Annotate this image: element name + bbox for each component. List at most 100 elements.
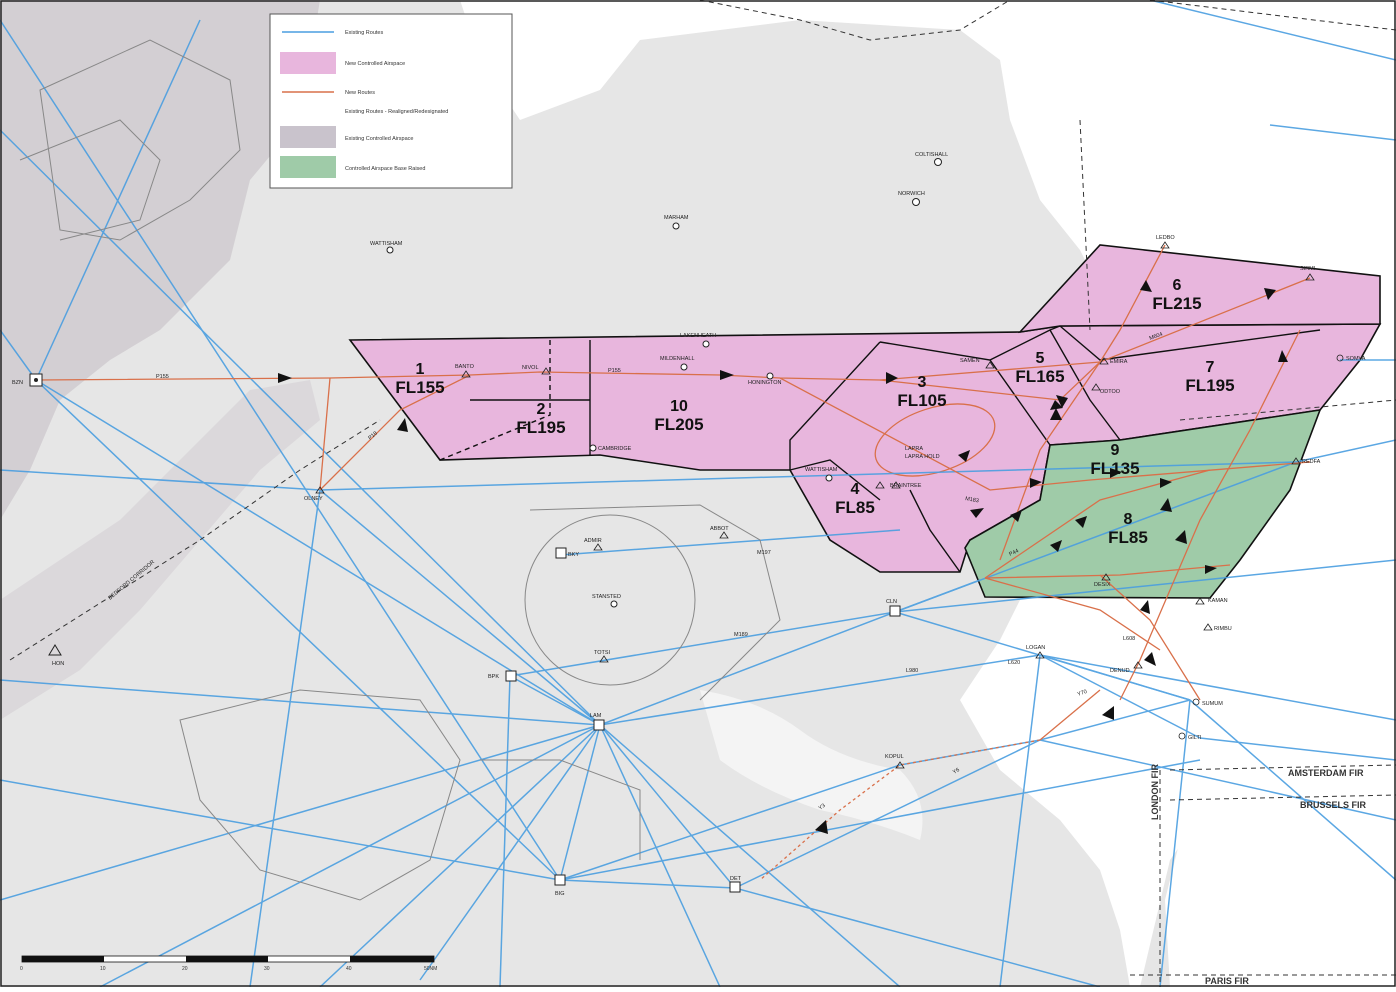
wp-emira: EMIRA: [1099, 357, 1128, 365]
legend-new-routes: New Routes: [282, 90, 375, 96]
town-stansted: STANSTED: [592, 594, 621, 608]
towns: COLTISHALL NORWICH MARHAM WATTISHAM LAKE…: [370, 152, 948, 608]
navaid-big: BIG: [554, 874, 566, 897]
waypoints: BANTO NIVOL ODTOO SAMEN EMIRA LEDBO SIRM…: [304, 235, 1366, 769]
svg-text:ABBOT: ABBOT: [710, 526, 729, 532]
svg-text:ADMIR: ADMIR: [584, 538, 602, 544]
svg-text:P44: P44: [1008, 548, 1019, 558]
svg-text:EMIRA: EMIRA: [1110, 359, 1128, 365]
svg-text:PARIS FIR: PARIS FIR: [1205, 976, 1249, 986]
sector-boundaries: [439, 325, 1321, 573]
svg-text:1: 1: [416, 361, 425, 378]
svg-text:FL215: FL215: [1152, 294, 1201, 313]
svg-text:SOMVA: SOMVA: [1346, 356, 1366, 362]
wp-samen: SAMEN: [960, 358, 995, 369]
svg-text:10: 10: [670, 398, 688, 415]
svg-text:KAMAN: KAMAN: [1208, 598, 1228, 604]
svg-text:P18: P18: [367, 431, 378, 442]
svg-text:10: 10: [100, 966, 106, 972]
wp-logan: LOGAN: [1026, 645, 1045, 659]
wp-olney: OLNEY: [304, 486, 325, 502]
wp-gilti: GILTI: [1178, 732, 1202, 741]
navaid-bpk: BPK: [488, 670, 517, 682]
route-labels: P155 P155 M183 M189 L620 L980 Y70 P44 Y6…: [156, 332, 1164, 812]
svg-text:P155: P155: [608, 368, 621, 374]
navaid-cln: CLN: [886, 599, 901, 617]
wp-lapra: LAPRA: [891, 446, 923, 489]
navaid-bzn: HON: [48, 644, 64, 667]
svg-text:LONDON FIR: LONDON FIR: [1150, 764, 1160, 820]
existing-controlled-airspace-southwest: [0, 380, 320, 720]
svg-text:P155: P155: [156, 374, 169, 380]
svg-text:FL195: FL195: [1185, 376, 1234, 395]
svg-text:NIVOL: NIVOL: [522, 365, 539, 371]
wp-ledbo: LEDBO: [1156, 235, 1175, 249]
svg-text:Existing Routes - Realigned/Re: Existing Routes - Realigned/Redesignated: [345, 109, 448, 115]
wp-somva: SOMVA: [1336, 354, 1366, 362]
wp-braintree: BRAINTREE: [875, 481, 922, 489]
navaid-det: DET: [729, 876, 742, 893]
svg-text:M183: M183: [965, 496, 980, 504]
new-controlled-airspace: [348, 244, 1382, 573]
legend-realigned-routes: Existing Routes - Realigned/Redesignated: [345, 109, 448, 115]
svg-text:SAMEN: SAMEN: [960, 358, 980, 364]
navaid-bky: BKY: [555, 547, 579, 559]
svg-text:New Controlled Airspace: New Controlled Airspace: [345, 61, 405, 67]
wp-admir: ADMIR: [584, 538, 603, 551]
wp-desix: DESIX: [1094, 573, 1111, 588]
svg-text:SUMUM: SUMUM: [1202, 701, 1223, 707]
svg-text:MARHAM: MARHAM: [664, 215, 689, 221]
wp-rimbu: RIMBU: [1203, 623, 1232, 632]
town-lakenheath: LAKENHEATH: [680, 333, 716, 348]
svg-text:New Routes: New Routes: [345, 90, 375, 96]
svg-text:FL85: FL85: [835, 498, 875, 517]
svg-text:Y6: Y6: [952, 767, 961, 776]
svg-text:FL205: FL205: [654, 415, 703, 434]
navaid-hon: BZN: [12, 373, 43, 387]
wp-denud: DENUD: [1110, 661, 1143, 674]
svg-text:FL105: FL105: [897, 391, 946, 410]
svg-text:LAM: LAM: [590, 713, 602, 719]
svg-text:AMSTERDAM FIR: AMSTERDAM FIR: [1288, 768, 1364, 778]
wp-totsi: TOTSI: [594, 650, 611, 663]
svg-text:LAPRA: LAPRA: [905, 446, 923, 452]
wp-odtoo: ODTOO: [1091, 383, 1121, 395]
wp-sumum: SUMUM: [1192, 698, 1223, 707]
svg-text:CAMBRIDGE: CAMBRIDGE: [598, 446, 632, 452]
wp-kaman: KAMAN: [1195, 597, 1228, 605]
svg-text:Existing Routes: Existing Routes: [345, 30, 383, 36]
svg-text:5: 5: [1036, 350, 1045, 367]
svg-text:FL135: FL135: [1090, 459, 1139, 478]
svg-text:LOGAN: LOGAN: [1026, 645, 1045, 651]
wp-sirmi: SIRMI: [1300, 266, 1316, 281]
svg-text:7: 7: [1206, 359, 1215, 376]
lapra-hold-pattern: [874, 403, 996, 477]
svg-text:20: 20: [182, 966, 188, 972]
navaids: BZN BKY CLN LAM BPK BIG DET HON: [12, 373, 901, 897]
wp-banto: BANTO: [455, 364, 475, 378]
svg-text:M604: M604: [1149, 332, 1164, 342]
svg-text:LAKENHEATH: LAKENHEATH: [680, 333, 716, 339]
existing-airspace-outlines: [19, 39, 781, 901]
legend-ca-base-raised: Controlled Airspace Base Raised: [280, 156, 425, 178]
svg-text:SIRMI: SIRMI: [1300, 266, 1316, 272]
svg-text:FL165: FL165: [1015, 367, 1064, 386]
svg-text:L620: L620: [1008, 660, 1020, 666]
wp-abbot: ABBOT: [710, 526, 729, 539]
svg-text:ODTOO: ODTOO: [1100, 389, 1121, 395]
fir-and-dashed-boundaries: [9, 0, 1396, 987]
svg-text:DENUD: DENUD: [1110, 668, 1130, 674]
svg-text:BRAINTREE: BRAINTREE: [890, 483, 922, 489]
legend-new-controlled-airspace: New Controlled Airspace: [280, 52, 405, 74]
svg-text:BPK: BPK: [488, 674, 499, 680]
wp-redfa: REDFA: [1291, 457, 1321, 465]
svg-text:8: 8: [1124, 511, 1133, 528]
